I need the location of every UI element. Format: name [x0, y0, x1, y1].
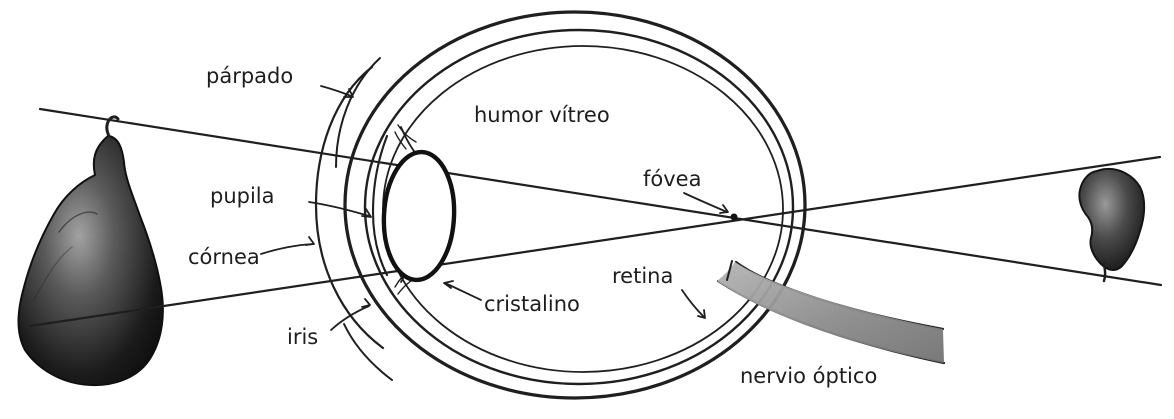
- fovea-point: [731, 214, 738, 221]
- label-vitreous: humor vítreo: [474, 103, 610, 127]
- label-retina: retina: [612, 264, 673, 288]
- right-pear-stem: [1104, 264, 1105, 281]
- label-eyelid: párpado: [206, 64, 293, 88]
- label-fovea: fóvea: [643, 167, 701, 191]
- label-iris: iris: [287, 325, 318, 349]
- label-lens: cristalino: [484, 292, 580, 316]
- label-pupil: pupila: [210, 184, 275, 208]
- label-cornea: córnea: [188, 245, 260, 269]
- label-optic-nerve: nervio óptico: [740, 364, 877, 388]
